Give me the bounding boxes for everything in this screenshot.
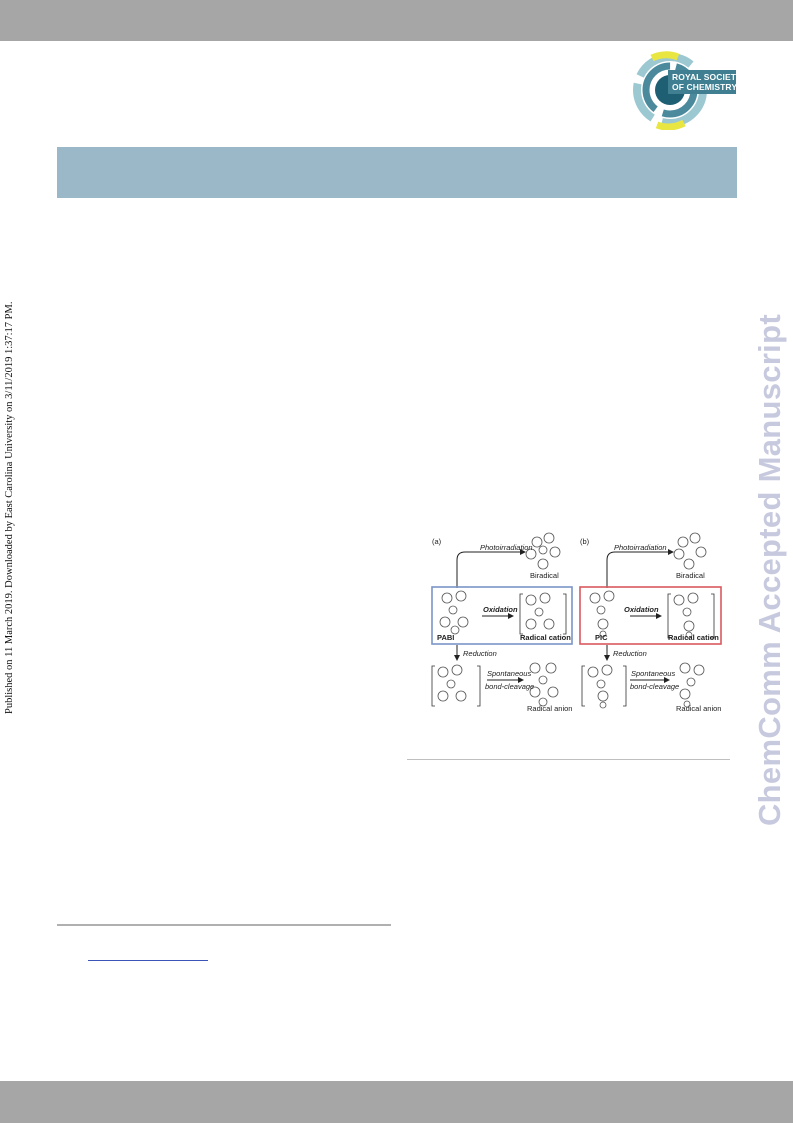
- reduction-label-b: Reduction: [613, 649, 647, 658]
- scheme-drawing: [431, 532, 722, 709]
- pic-structure: [589, 590, 615, 638]
- pic-box: [579, 586, 722, 645]
- radical-cation-label-b: Radical cation: [668, 633, 719, 642]
- bond-cleavage-label-b: bond-cleavage: [630, 682, 680, 691]
- logo-line-1: ROYAL SOCIETY: [672, 72, 742, 82]
- oxidation-label-a: Oxidation: [483, 605, 518, 614]
- radical-anion-label-a: Radical anion: [527, 704, 573, 713]
- pabi-box: [431, 586, 573, 645]
- logo-line-2: OF CHEMISTRY: [672, 82, 738, 92]
- oxidation-label-b: Oxidation: [624, 605, 659, 614]
- pic-label: PIC: [595, 633, 608, 642]
- figure-separator-rule: [407, 759, 730, 760]
- radical-anion-structure-a: [529, 662, 559, 707]
- radical-anion-precursor-a: [437, 664, 467, 702]
- footnote-rule: [57, 924, 391, 926]
- radical-cation-label-a: Radical cation: [520, 633, 571, 642]
- radical-cation-structure-a: [525, 592, 555, 630]
- rsc-logo: ROYAL SOCIETY OF CHEMISTRY: [632, 50, 742, 130]
- radical-anion-structure-b: [679, 662, 705, 708]
- spontaneous-label-a: Spontaneous: [487, 669, 532, 678]
- accepted-manuscript-watermark: ChemComm Accepted Manuscript: [752, 314, 787, 826]
- photoirradiation-label-a: Photoirradiation: [480, 543, 533, 552]
- header-banner: [57, 147, 737, 198]
- rsc-logo-mark: [633, 51, 736, 130]
- scheme-figure: (a) Photoirradiation Biradical PABI Oxid…: [427, 530, 732, 715]
- radical-anion-precursor-b: [587, 664, 613, 709]
- photoirradiation-label-b: Photoirradiation: [614, 543, 667, 552]
- top-bar: [0, 0, 793, 41]
- reduction-label-a: Reduction: [463, 649, 497, 658]
- photo-arrow-a: [456, 549, 526, 588]
- pabi-structure: [439, 590, 469, 635]
- radical-anion-label-b: Radical anion: [676, 704, 722, 713]
- radical-cation-structure-b: [673, 592, 699, 639]
- footnote-link[interactable]: [88, 949, 208, 961]
- panel-a-label: (a): [432, 537, 442, 546]
- bottom-bar: [0, 1081, 793, 1123]
- photo-arrow-b: [606, 549, 674, 588]
- publication-note: Published on 11 March 2019. Downloaded b…: [4, 301, 15, 714]
- biradical-label-b: Biradical: [676, 571, 705, 580]
- biradical-structure-b: [673, 532, 707, 570]
- panel-b-label: (b): [580, 537, 590, 546]
- biradical-label-a: Biradical: [530, 571, 559, 580]
- spontaneous-label-b: Spontaneous: [631, 669, 676, 678]
- bond-cleavage-label-a: bond-cleavage: [485, 682, 535, 691]
- biradical-structure-a: [525, 532, 561, 570]
- pabi-label: PABI: [437, 633, 455, 642]
